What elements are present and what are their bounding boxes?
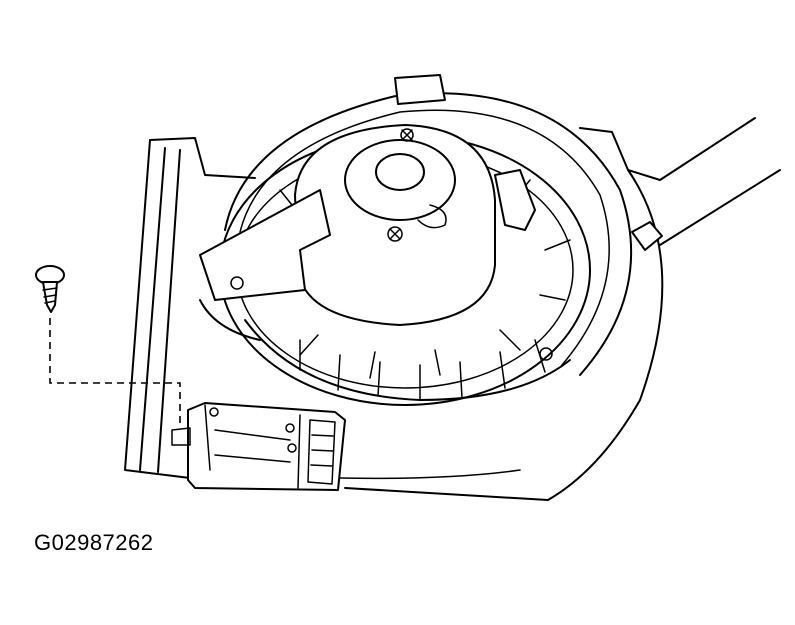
blower-motor <box>294 124 536 326</box>
installation-guide-line <box>49 318 181 425</box>
blower-scroll-ring <box>199 74 663 376</box>
figure-code: G02987262 <box>34 530 154 555</box>
screw-icon <box>35 265 65 313</box>
blower-resistor <box>171 402 346 491</box>
motor-mounting-arm <box>199 189 331 301</box>
blower-housing <box>124 117 781 501</box>
